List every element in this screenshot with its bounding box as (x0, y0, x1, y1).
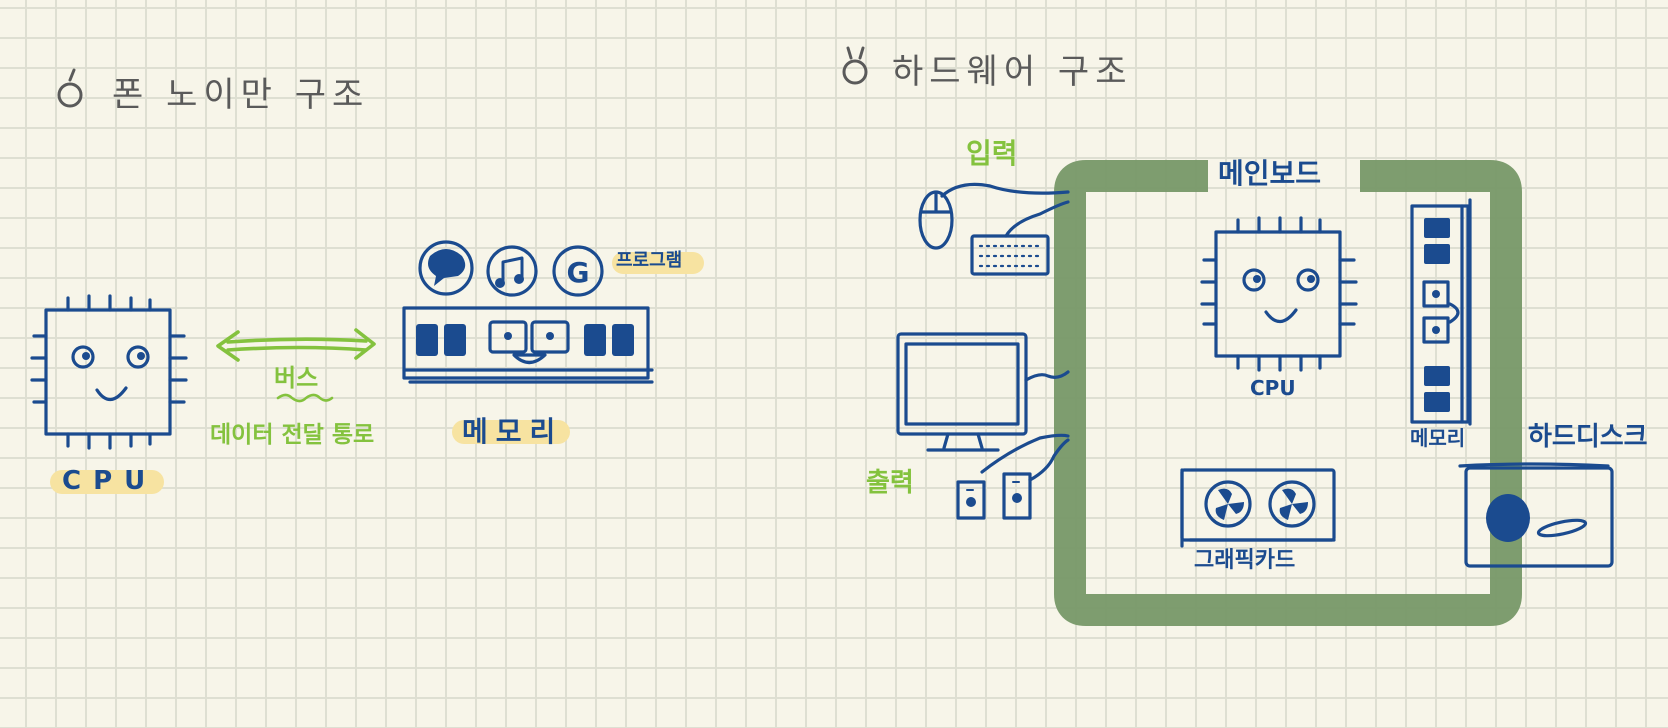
bus-arrow-icon (216, 328, 376, 403)
program-label: 프로그램 (616, 250, 683, 271)
music-note-icon (486, 245, 538, 297)
mainboard-memory-stick-icon (1410, 198, 1472, 426)
right-section-title: 하드웨어 구조 (892, 52, 1133, 92)
g-letter-icon: G (552, 245, 604, 297)
mainboard-memory-label: 메모리 (1410, 426, 1466, 450)
mainboard-frame (1054, 160, 1522, 626)
hard-disk-icon (1458, 462, 1614, 568)
g-letter-glyph: G (567, 256, 590, 289)
memory-stick-icon (402, 306, 654, 384)
memory-label: 메모리 (462, 415, 564, 448)
program-label-highlight (612, 252, 704, 274)
left-title-marker-icon (57, 68, 83, 108)
cpu-label-highlight (50, 470, 164, 494)
cpu-chip-icon (30, 294, 188, 450)
mainboard-cpu-chip-icon (1200, 216, 1358, 372)
memory-label-highlight (452, 420, 570, 444)
bus-label: 버스 (274, 364, 319, 392)
speaker-icon (956, 433, 1070, 520)
graphics-card-label: 그래픽카드 (1194, 548, 1296, 573)
mainboard-cpu-label: CPU (1250, 376, 1296, 400)
mainboard-label: 메인보드 (1218, 157, 1322, 190)
input-label: 입력 (966, 137, 1018, 170)
bus-description: 데이터 전달 통로 (210, 422, 375, 448)
left-section-title: 폰 노이만 구조 (112, 75, 370, 115)
output-label: 출력 (866, 468, 914, 498)
hard-disk-label: 하드디스크 (1528, 422, 1648, 452)
mouse-icon (918, 182, 1070, 250)
cpu-label: CPU (62, 466, 158, 496)
chat-icon (418, 240, 474, 296)
monitor-icon (896, 332, 1070, 452)
keyboard-icon (970, 200, 1070, 276)
right-title-marker-icon (842, 46, 868, 85)
graphics-card-icon (1180, 468, 1336, 548)
